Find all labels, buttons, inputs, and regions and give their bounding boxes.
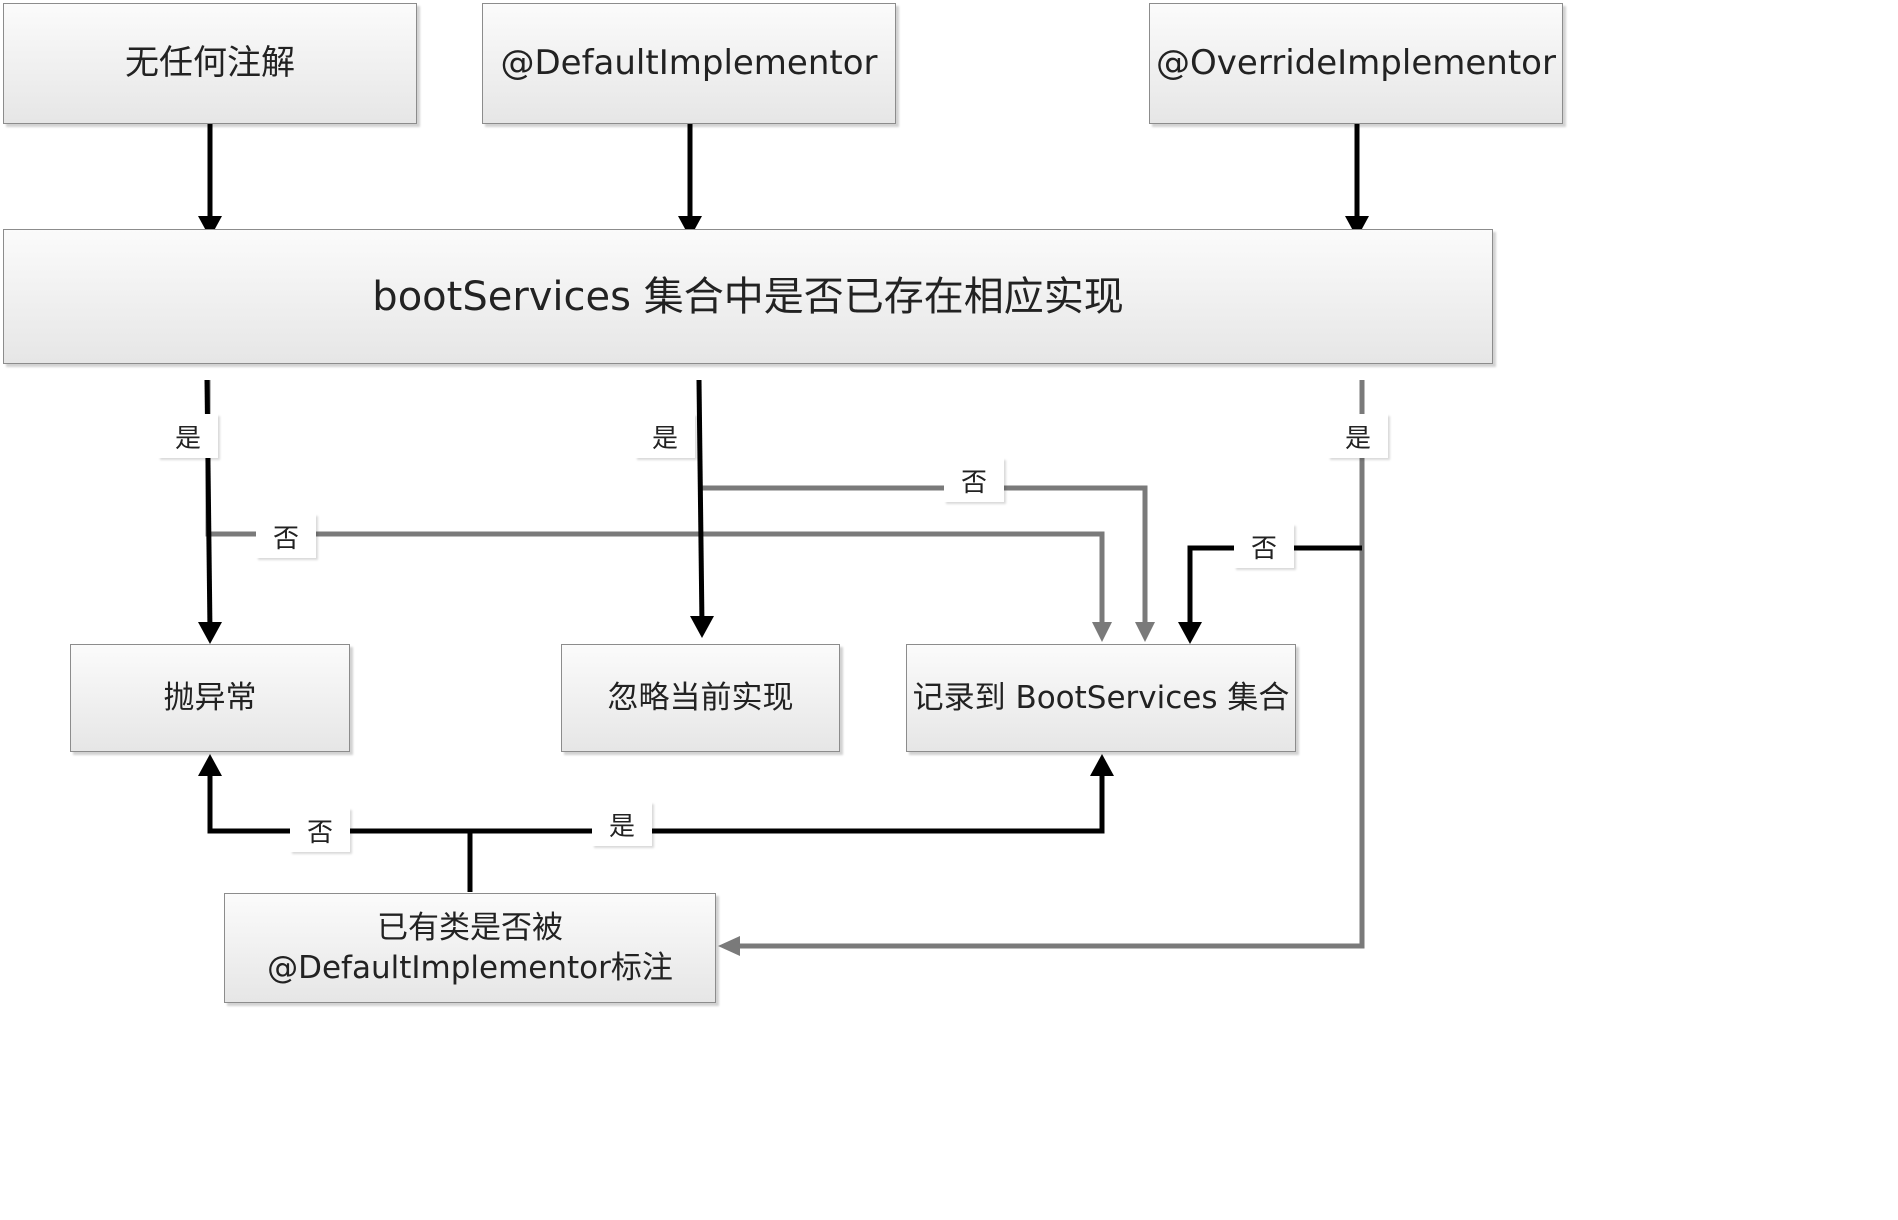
node-override-implementor: @OverrideImplementor bbox=[1149, 3, 1563, 124]
label-middle-yes: 是 bbox=[635, 414, 695, 458]
edge-middle-yes-to-ignore bbox=[690, 379, 714, 638]
label-middle-no: 否 bbox=[944, 458, 1004, 502]
node-check-default-line1: 已有类是否被 bbox=[377, 909, 563, 946]
node-default-implementor-text: @DefaultImplementor bbox=[500, 43, 878, 84]
node-check-default-line2: @DefaultImplementor标注 bbox=[267, 950, 673, 986]
node-check-exists: bootServices 集合中是否已存在相应实现 bbox=[3, 229, 1493, 364]
label-middle-yes-text: 是 bbox=[651, 423, 678, 454]
node-no-annotation: 无任何注解 bbox=[3, 3, 417, 124]
label-right-no-text: 否 bbox=[1250, 533, 1277, 564]
edge-no-annotation-to-check bbox=[198, 124, 222, 238]
label-bottom-no-text: 否 bbox=[306, 817, 333, 848]
label-bottom-yes: 是 bbox=[592, 802, 652, 846]
node-record-bootservices-text: 记录到 BootServices 集合 bbox=[912, 679, 1290, 716]
label-left-yes: 是 bbox=[158, 414, 218, 458]
node-ignore-current: 忽略当前实现 bbox=[561, 644, 840, 752]
label-right-yes: 是 bbox=[1328, 414, 1388, 458]
node-ignore-current-text: 忽略当前实现 bbox=[607, 679, 794, 716]
label-right-no: 否 bbox=[1234, 524, 1294, 568]
node-throw-exception: 抛异常 bbox=[70, 644, 350, 752]
node-record-bootservices: 记录到 BootServices 集合 bbox=[906, 644, 1296, 752]
node-override-implementor-text: @OverrideImplementor bbox=[1156, 43, 1556, 84]
label-right-yes-text: 是 bbox=[1344, 423, 1371, 454]
label-left-no-text: 否 bbox=[272, 523, 299, 554]
node-no-annotation-text: 无任何注解 bbox=[125, 43, 295, 84]
diagram-connectors bbox=[198, 124, 1369, 956]
edge-middle-no-to-record bbox=[700, 485, 1155, 642]
label-bottom-no: 否 bbox=[290, 808, 350, 852]
edge-check-default-yes-to-record bbox=[470, 754, 1114, 834]
edge-default-to-check bbox=[678, 124, 702, 238]
label-middle-no-text: 否 bbox=[960, 467, 987, 498]
node-check-default-annotation: 已有类是否被 @DefaultImplementor标注 bbox=[224, 893, 716, 1003]
edge-override-to-check bbox=[1345, 124, 1369, 238]
node-check-exists-text: bootServices 集合中是否已存在相应实现 bbox=[372, 273, 1124, 320]
label-bottom-yes-text: 是 bbox=[608, 811, 635, 842]
label-left-no: 否 bbox=[256, 514, 316, 558]
edge-right-yes-to-check-default bbox=[718, 380, 1365, 956]
node-default-implementor: @DefaultImplementor bbox=[482, 3, 896, 124]
label-left-yes-text: 是 bbox=[174, 423, 201, 454]
node-throw-exception-text: 抛异常 bbox=[163, 679, 257, 716]
edge-right-no-to-record bbox=[1178, 545, 1362, 644]
